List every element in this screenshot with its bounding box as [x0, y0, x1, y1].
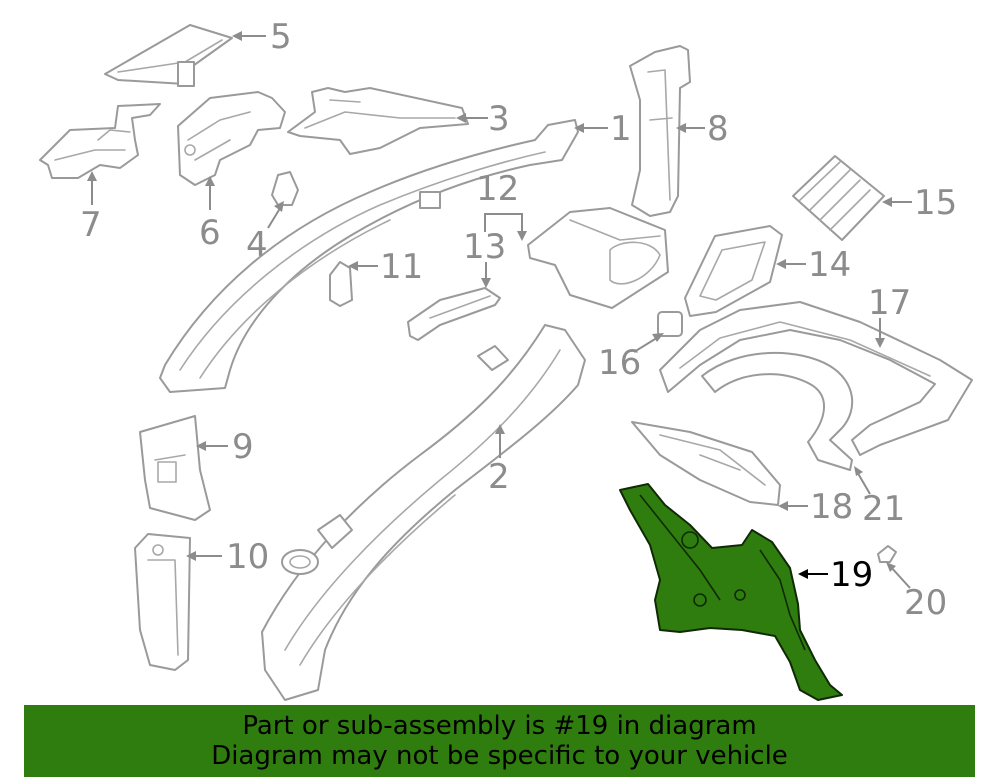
callout-group-5: 5 [232, 17, 292, 57]
part-3 [287, 87, 469, 155]
callout-11: 11 [380, 247, 423, 287]
callout-1: 1 [610, 109, 632, 149]
callout-14: 14 [808, 245, 851, 285]
callout-group-11: 11 [348, 247, 423, 287]
callout-7: 7 [80, 205, 102, 245]
part-11 [329, 261, 353, 307]
part-21 [701, 351, 854, 471]
callout-12: 12 [476, 169, 519, 209]
part-10 [134, 533, 191, 671]
part-4 [271, 171, 299, 206]
part-14 [684, 225, 783, 317]
part-18 [631, 421, 781, 506]
callout-group-1: 1 [574, 109, 632, 149]
callout-2: 2 [488, 457, 510, 497]
part-15 [792, 155, 885, 241]
callout-group-6: 6 [199, 176, 221, 253]
part-9 [139, 415, 211, 521]
callout-21: 21 [862, 489, 905, 529]
callout-group-20: 20 [886, 562, 947, 623]
callout-group-21: 21 [854, 466, 905, 529]
callout-3: 3 [488, 99, 510, 139]
callout-13: 13 [463, 227, 506, 267]
part-2 [261, 324, 586, 701]
callout-group-3: 3 [456, 99, 510, 139]
part-7 [39, 103, 161, 179]
part-5 [104, 24, 233, 87]
info-banner: Part or sub-assembly is #19 in diagram D… [24, 705, 975, 777]
callout-group-4: 4 [246, 201, 284, 265]
part-16 [657, 311, 683, 337]
callout-group-2: 2 [488, 424, 510, 497]
callout-19: 19 [830, 555, 873, 595]
part-8 [629, 45, 691, 217]
banner-line-2: Diagram may not be specific to your vehi… [211, 741, 788, 771]
callout-8: 8 [707, 109, 729, 149]
callout-5: 5 [270, 17, 292, 57]
callout-group-16: 16 [598, 333, 664, 383]
callout-group-12: 12 [476, 169, 527, 241]
callout-group-10: 10 [186, 537, 269, 577]
callout-16: 16 [598, 343, 641, 383]
callout-group-8: 8 [676, 109, 729, 149]
callout-group-19: 19 [798, 555, 873, 595]
callout-group-13: 13 [463, 227, 506, 288]
part-1 [159, 119, 579, 393]
part-20 [877, 545, 897, 563]
callout-4: 4 [246, 225, 268, 265]
callout-group-17: 17 [868, 283, 911, 348]
part-6 [177, 91, 286, 186]
callout-10: 10 [226, 537, 269, 577]
callout-group-14: 14 [776, 245, 851, 285]
callout-group-9: 9 [196, 427, 254, 467]
part-17 [659, 301, 973, 456]
callout-group-7: 7 [80, 171, 102, 245]
callout-group-18: 18 [778, 487, 853, 527]
callout-6: 6 [199, 213, 221, 253]
part-12 [527, 207, 669, 309]
callout-18: 18 [810, 487, 853, 527]
banner-line-1: Part or sub-assembly is #19 in diagram [242, 711, 757, 741]
callout-15: 15 [914, 183, 957, 223]
part-19-highlighted [619, 483, 843, 701]
callout-20: 20 [904, 583, 947, 623]
callout-9: 9 [232, 427, 254, 467]
callout-17: 17 [868, 283, 911, 323]
part-13 [407, 287, 501, 341]
callout-group-15: 15 [882, 183, 957, 223]
